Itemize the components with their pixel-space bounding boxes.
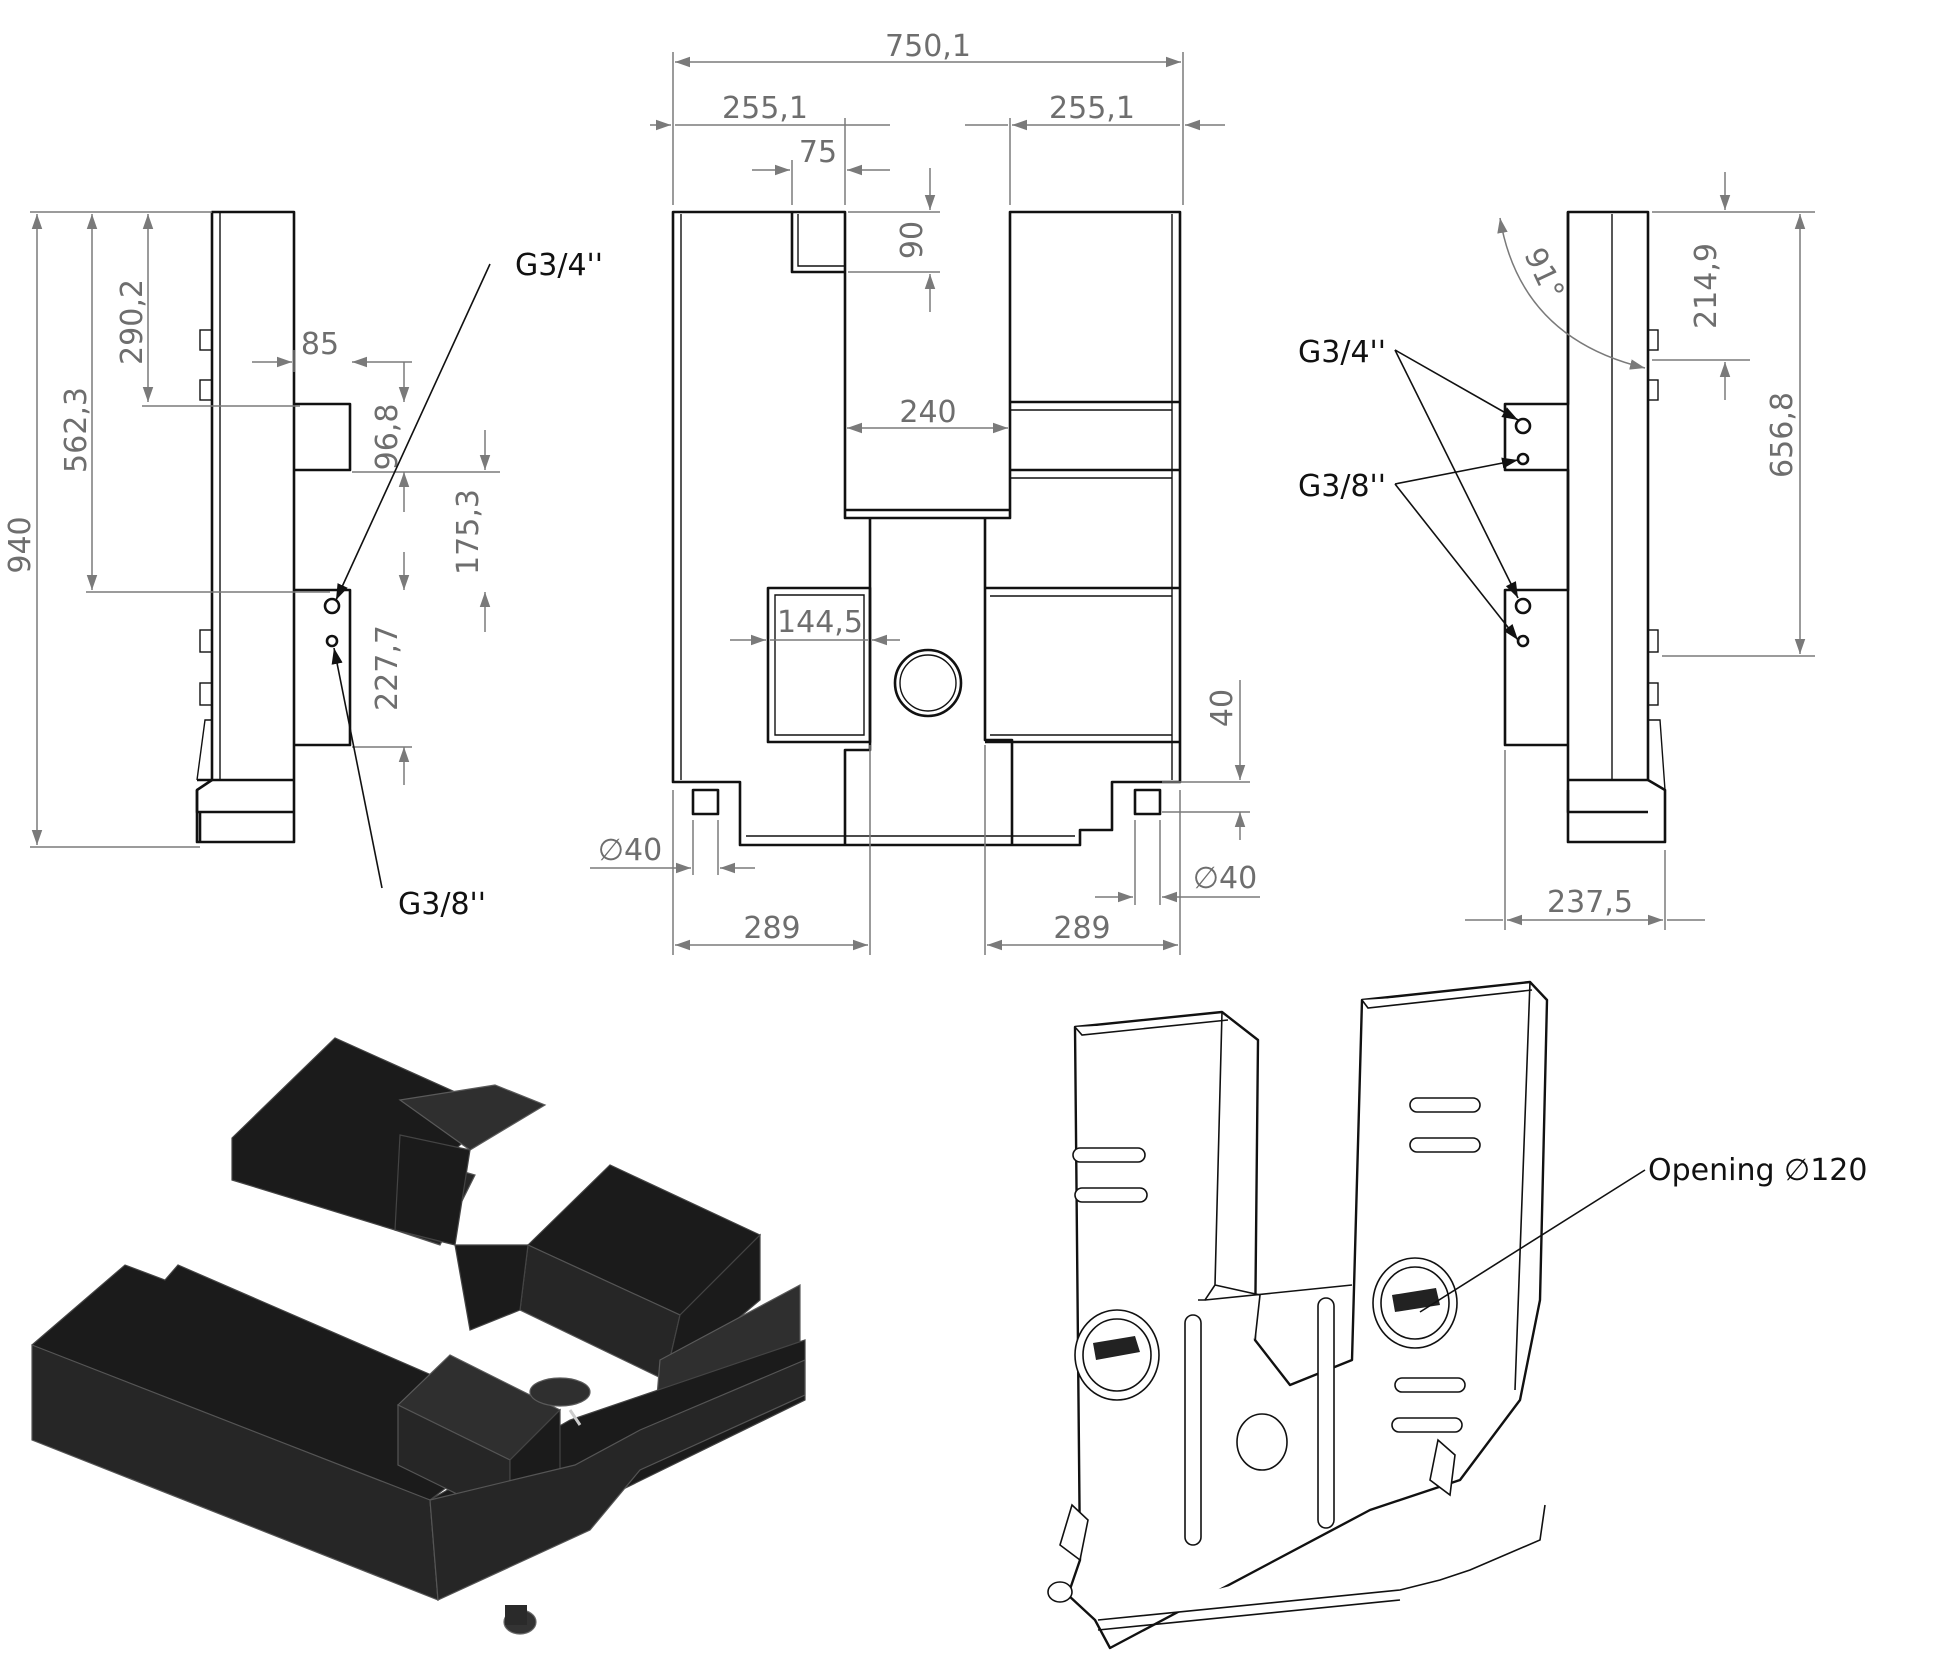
dim-144-5: 144,5	[777, 605, 863, 640]
dim-289-left: 289	[743, 911, 800, 946]
dim-240: 240	[899, 395, 956, 430]
dim-75: 75	[799, 135, 837, 170]
dim-940: 940	[3, 516, 38, 573]
left-dimensions: 940 562,3 290,2 85 96,8 175,3 227,7 G3/4…	[3, 211, 603, 922]
dim-227-7: 227,7	[370, 625, 405, 711]
dim-90: 90	[895, 221, 930, 259]
dim-dia40-left: ∅40	[598, 833, 662, 868]
left-g38-label: G3/8''	[398, 887, 486, 922]
dim-750-1: 750,1	[885, 29, 971, 64]
dim-214-9: 214,9	[1689, 243, 1724, 329]
front-view	[671, 210, 1182, 847]
front-dimensions: 750,1 255,1 255,1 75 90 240 144,5 40	[590, 29, 1260, 955]
dim-290-2: 290,2	[115, 279, 150, 365]
right-side-view	[1503, 210, 1667, 844]
dim-237-5: 237,5	[1547, 885, 1633, 920]
dim-656-8: 656,8	[1765, 392, 1800, 478]
dim-562-3: 562,3	[59, 387, 94, 473]
dim-175-3: 175,3	[451, 489, 486, 575]
right-g38-label: G3/8''	[1298, 469, 1386, 504]
dim-255-1-left: 255,1	[722, 91, 808, 126]
right-g34-label: G3/4''	[1298, 335, 1386, 370]
opening-label: Opening ∅120	[1648, 1153, 1867, 1188]
left-side-view	[195, 210, 352, 844]
right-dimensions: 91° 214,9 656,8 237,5 G3/4'' G3/8''	[1298, 172, 1815, 930]
dim-angle-91: 91°	[1517, 242, 1571, 305]
dim-289-right: 289	[1053, 911, 1110, 946]
left-g34-label: G3/4''	[515, 248, 603, 283]
dim-dia40-right: ∅40	[1193, 861, 1257, 896]
dim-96-8: 96,8	[370, 404, 405, 471]
tank-render-white: Opening ∅120	[1047, 980, 1867, 1650]
dim-85: 85	[301, 327, 339, 362]
dim-255-1-right: 255,1	[1049, 91, 1135, 126]
dim-40: 40	[1205, 689, 1240, 727]
tank-render-black	[31, 1037, 806, 1635]
